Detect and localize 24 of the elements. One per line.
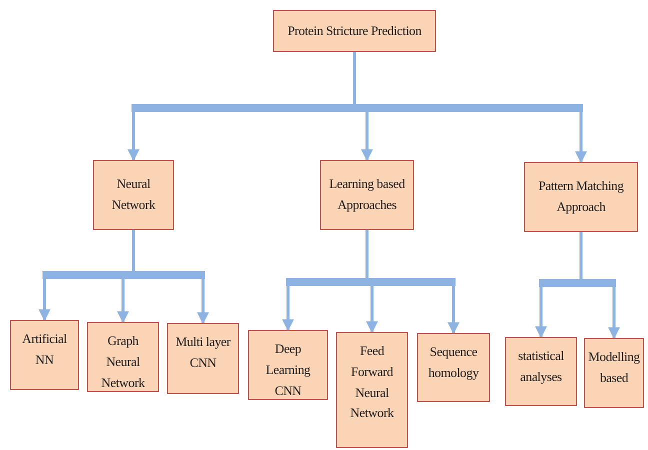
process-box: [417, 333, 490, 402]
node-label: Pattern Matching Approach: [537, 177, 625, 216]
node-label: Neural Network: [110, 175, 156, 214]
node-label: Learning based Approaches: [328, 175, 406, 214]
node-label: Feed Forward Neural Network: [349, 342, 395, 422]
process-box: [167, 323, 239, 394]
process-box: [320, 160, 414, 230]
node-label: Artificial NN: [21, 330, 68, 369]
process-box: [273, 10, 436, 52]
node-label: Sequence homology: [427, 343, 480, 382]
process-box: [524, 162, 638, 232]
node-label: Graph Neural Network: [100, 332, 146, 392]
node-label: Protein Stricture Prediction: [288, 22, 422, 40]
process-box: [584, 338, 644, 408]
process-box: [248, 330, 328, 400]
process-box: [87, 322, 159, 392]
process-box: [93, 160, 174, 230]
node-label: Modelling based: [588, 348, 640, 387]
node-label: statistical analyses: [517, 347, 565, 386]
process-box: [10, 320, 79, 390]
process-box: [336, 332, 408, 448]
node-label: Multi layer CNN: [174, 333, 232, 372]
process-box: [505, 337, 577, 406]
node-label: Deep Learning CNN: [264, 340, 312, 400]
